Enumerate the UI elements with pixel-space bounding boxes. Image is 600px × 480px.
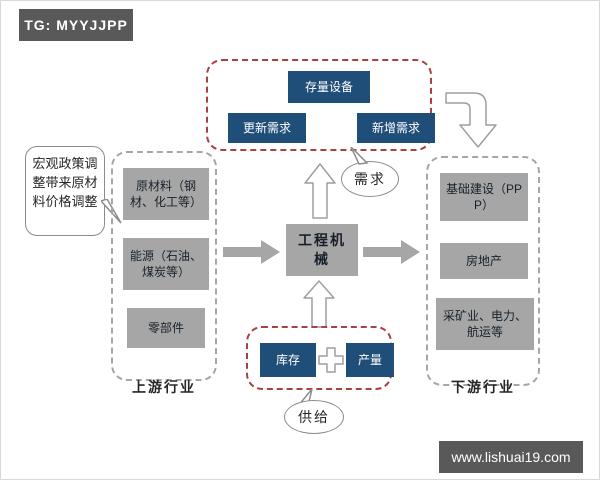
- supply-up-arrow-icon: [303, 280, 335, 328]
- energy-box: 能源（石油、煤炭等）: [123, 238, 209, 290]
- demand-bubble-text: 需求: [354, 171, 386, 187]
- inventory-label: 库存: [275, 352, 300, 367]
- demand-group: 存量设备 更新需求 新增需求: [206, 59, 435, 151]
- raw-materials-label: 原材料（钢材、化工等）: [129, 178, 202, 209]
- real-estate-label: 房地产: [465, 253, 502, 268]
- supply-bubble: 供给: [284, 400, 344, 434]
- existing-equipment-box: 存量设备: [288, 71, 370, 103]
- upstream-group: 原材料（钢材、化工等） 能源（石油、煤炭等） 零部件: [111, 151, 217, 381]
- website-text: www.lishuai19.com: [451, 449, 571, 465]
- downstream-group: 基础建设（PPP） 房地产 采矿业、电力、航运等: [426, 156, 540, 386]
- tg-badge: TG: MYYJJPP: [19, 9, 133, 41]
- macro-policy-callout: 宏观政策调整带来原材料价格调整: [25, 146, 105, 236]
- output-box: 产量: [346, 343, 394, 377]
- replacement-demand-box: 更新需求: [228, 113, 306, 143]
- components-box: 零部件: [127, 308, 205, 348]
- new-demand-label: 新增需求: [371, 120, 420, 135]
- macro-policy-callout-text: 宏观政策调整带来原材料价格调整: [32, 156, 98, 209]
- replacement-demand-label: 更新需求: [242, 120, 291, 135]
- mining-power-shipping-label: 采矿业、电力、航运等: [442, 308, 527, 339]
- downstream-label: 下游行业: [451, 379, 515, 395]
- new-demand-box: 新增需求: [357, 113, 435, 143]
- energy-label: 能源（石油、煤炭等）: [129, 248, 202, 279]
- raw-materials-box: 原材料（钢材、化工等）: [123, 168, 209, 220]
- infrastructure-box: 基础建设（PPP）: [440, 173, 528, 221]
- website-bar: www.lishuai19.com: [439, 441, 583, 473]
- real-estate-box: 房地产: [440, 243, 528, 279]
- right-arrow-right-icon: [363, 239, 421, 265]
- supply-bubble-text: 供给: [298, 409, 330, 425]
- demand-bubble-tail-icon: [349, 147, 369, 165]
- existing-equipment-label: 存量设备: [304, 79, 353, 94]
- supply-group: 库存 产量: [246, 326, 394, 390]
- tg-badge-text: TG: MYYJJPP: [24, 17, 128, 33]
- plus-icon: [318, 347, 344, 373]
- demand-bubble: 需求: [341, 161, 399, 197]
- engineering-machinery-box: 工程机械: [286, 224, 358, 276]
- elbow-arrow-down-icon: [444, 89, 498, 149]
- infrastructure-label: 基础建设（PPP）: [446, 181, 523, 212]
- upstream-label: 上游行业: [132, 379, 196, 395]
- mining-power-shipping-box: 采矿业、电力、航运等: [436, 298, 534, 350]
- output-label: 产量: [357, 352, 382, 367]
- right-arrow-left-icon: [223, 239, 281, 265]
- inventory-box: 库存: [260, 343, 316, 377]
- components-label: 零部件: [147, 320, 184, 335]
- engineering-machinery-label: 工程机械: [298, 232, 346, 267]
- demand-up-arrow-icon: [304, 163, 336, 219]
